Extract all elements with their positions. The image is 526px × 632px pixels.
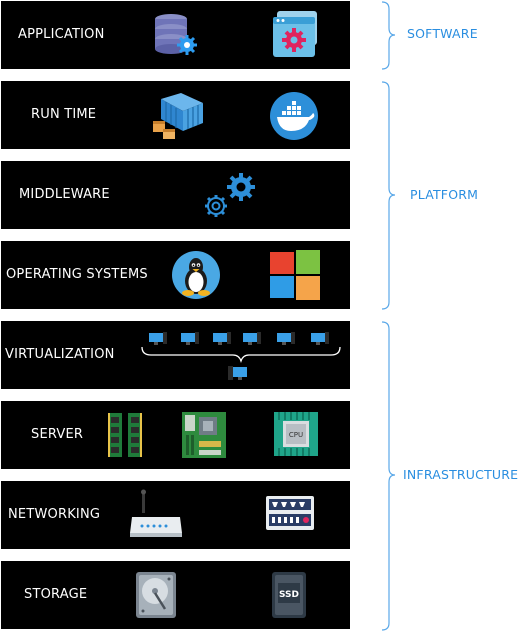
- layer-label-operating-systems: OPERATING SYSTEMS: [6, 267, 148, 282]
- virtual-machine-row: [149, 332, 329, 345]
- motherboard-icon: [182, 412, 226, 458]
- virtual-machines-icon: [141, 332, 341, 380]
- shipping-container-icon: [153, 93, 203, 139]
- layer-label-storage: STORAGE: [24, 587, 88, 602]
- ram-icon: [108, 413, 142, 457]
- web-app-settings-icon: [273, 11, 317, 57]
- platform-brace: [381, 81, 396, 310]
- linux-icon: [172, 251, 220, 299]
- layer-virtualization: VIRTUALIZATION: [1, 321, 350, 389]
- layer-networking: NETWORKING: [1, 481, 350, 549]
- windows-icon: [270, 250, 320, 300]
- group-label-software: SOFTWARE: [407, 26, 478, 41]
- group-label-platform: PLATFORM: [410, 187, 479, 202]
- layer-label-middleware: MIDDLEWARE: [19, 187, 110, 202]
- layer-application: APPLICATION: [1, 1, 350, 69]
- layer-label-server: SERVER: [31, 427, 84, 442]
- layer-runtime: RUN TIME: [1, 81, 350, 149]
- layer-label-networking: NETWORKING: [8, 507, 101, 522]
- layer-label-virtualization: VIRTUALIZATION: [5, 347, 115, 362]
- switch-icon: [266, 496, 314, 530]
- hard-disk-icon: [136, 572, 176, 618]
- layer-middleware: MIDDLEWARE: [1, 161, 350, 229]
- cpu-icon: CPU: [274, 412, 318, 456]
- router-icon: [130, 489, 182, 537]
- ssd-label: SSD: [279, 590, 299, 600]
- layer-label-runtime: RUN TIME: [31, 107, 97, 122]
- cpu-label: CPU: [289, 431, 303, 439]
- layer-label-application: APPLICATION: [18, 27, 105, 42]
- layer-operating-systems: OPERATING SYSTEMS: [1, 241, 350, 309]
- docker-icon: [270, 92, 318, 140]
- group-label-infrastructure: INFRASTRUCTURE: [403, 467, 519, 482]
- software-brace: [381, 1, 396, 70]
- layer-storage: STORAGE SSD: [1, 561, 350, 629]
- ssd-icon: SSD: [272, 572, 306, 618]
- database-settings-icon: [155, 14, 197, 55]
- infrastructure-brace: [381, 321, 396, 631]
- host-machine-icon: [228, 366, 247, 380]
- layer-server: SERVER CPU: [1, 401, 350, 469]
- gears-icon: [205, 173, 255, 217]
